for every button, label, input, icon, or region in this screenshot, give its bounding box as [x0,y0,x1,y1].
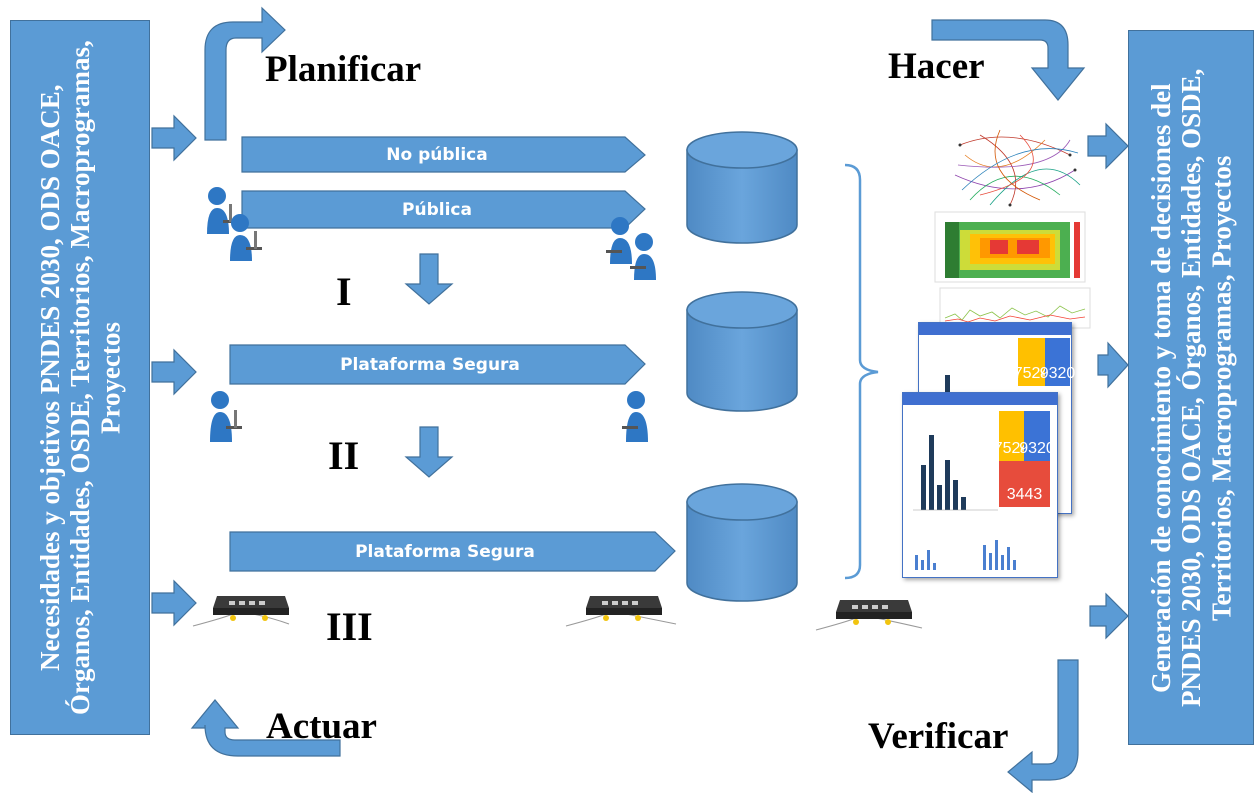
dashboard-front-tile-c: 3443 [999,461,1050,507]
dashboard-front-chart [913,435,1016,570]
plan-up-arrow [204,6,286,141]
label-verificar: Verificar [868,716,1009,757]
heatmap-image [934,211,1086,283]
act-arrow [190,699,341,757]
timeseries-image [939,287,1091,329]
dashboard-front-tile-b: 9320 [1019,411,1055,461]
router-icons [192,596,923,631]
check-arrow [1007,659,1079,793]
banner-plataforma-1-label: Plataforma Segura [340,354,520,375]
left-arrow-3 [151,579,197,627]
banner-no-publica [241,136,646,173]
do-down-arrow [931,19,1086,101]
right-knowledge-box: Generación de conocimiento y toma de dec… [1128,30,1254,745]
person-icon [207,187,239,234]
person-icon [230,214,262,261]
database-cylinder-2 [686,291,798,412]
level-one: I [336,269,352,314]
right-arrow-3 [1089,592,1129,640]
label-planificar: Planificar [265,49,422,90]
banner-publica-label: Pública [402,199,472,220]
level-three: III [326,604,373,649]
banner-plataforma-2-label: Plataforma Segura [355,541,535,562]
down-arrow-1 [404,253,454,305]
left-arrow-2 [151,348,197,396]
bracket [844,163,879,580]
router-icon [565,596,677,627]
right-arrow-1 [1087,122,1129,170]
banner-plataforma-2 [229,531,676,572]
person-icon [210,391,242,442]
left-needs-box: Necesidades y objetivos PNDES 2030, ODS … [10,20,150,735]
person-icon [622,391,648,442]
dashboard-back-header [919,323,1071,335]
database-cylinder-3 [686,483,798,602]
person-icon [630,233,656,280]
person-icons [207,187,656,442]
left-arrow-1 [151,114,197,162]
network-graph-image [954,129,1081,207]
label-actuar: Actuar [266,706,377,747]
dashboard-back-tile-b: 9320 [1040,338,1075,386]
level-two: II [328,433,360,478]
database-cylinder-1 [686,131,798,244]
banner-plataforma-1 [229,344,646,385]
label-hacer: Hacer [888,46,985,87]
banner-no-publica-label: No pública [386,145,488,165]
router-icon [192,596,290,627]
router-icon [815,600,923,631]
right-arrow-2 [1097,341,1129,389]
dashboard-front-header [903,393,1057,405]
person-icon [606,217,632,264]
dashboard-front-tile-a: 7524 [994,411,1029,461]
dashboard-back-tile-a: 7524 [1014,338,1049,386]
down-arrow-2 [404,426,454,478]
